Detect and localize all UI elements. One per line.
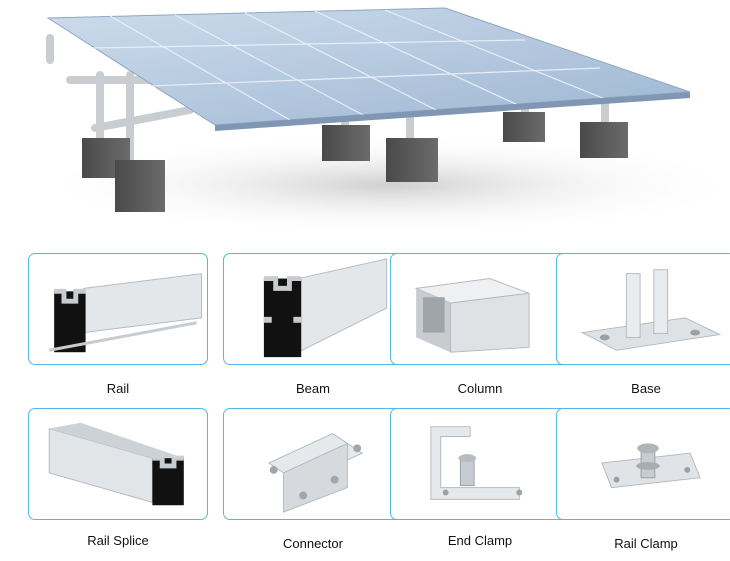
label-base: Base xyxy=(631,381,661,396)
card-connector xyxy=(223,408,403,520)
square-column-tube-icon xyxy=(414,278,530,353)
card-end-clamp xyxy=(390,408,570,520)
label-end-clamp: End Clamp xyxy=(447,533,513,548)
solar-array-icon xyxy=(30,7,730,235)
card-beam xyxy=(223,253,403,365)
beam-profile-icon xyxy=(263,258,388,358)
label-rail-splice: Rail Splice xyxy=(87,533,149,548)
card-rail xyxy=(28,253,208,365)
label-rail-clamp: Rail Clamp xyxy=(614,536,678,551)
rail-splice-profile-icon xyxy=(48,422,184,506)
label-rail: Rail xyxy=(106,381,130,396)
label-connector: Connector xyxy=(283,536,343,551)
card-column xyxy=(390,253,570,365)
card-base xyxy=(556,253,730,365)
end-clamp-icon xyxy=(430,426,523,500)
rail-profile-icon xyxy=(48,273,202,353)
concrete-block-icon xyxy=(82,112,628,212)
label-column: Column xyxy=(457,381,503,396)
card-rail-clamp xyxy=(556,408,730,520)
base-bracket-icon xyxy=(580,269,722,351)
connector-bracket-icon xyxy=(267,432,364,513)
label-beam: Beam xyxy=(296,381,330,396)
card-rail-splice xyxy=(28,408,208,520)
rail-clamp-icon xyxy=(601,443,701,489)
solar-ground-mount-array-image xyxy=(0,0,730,240)
